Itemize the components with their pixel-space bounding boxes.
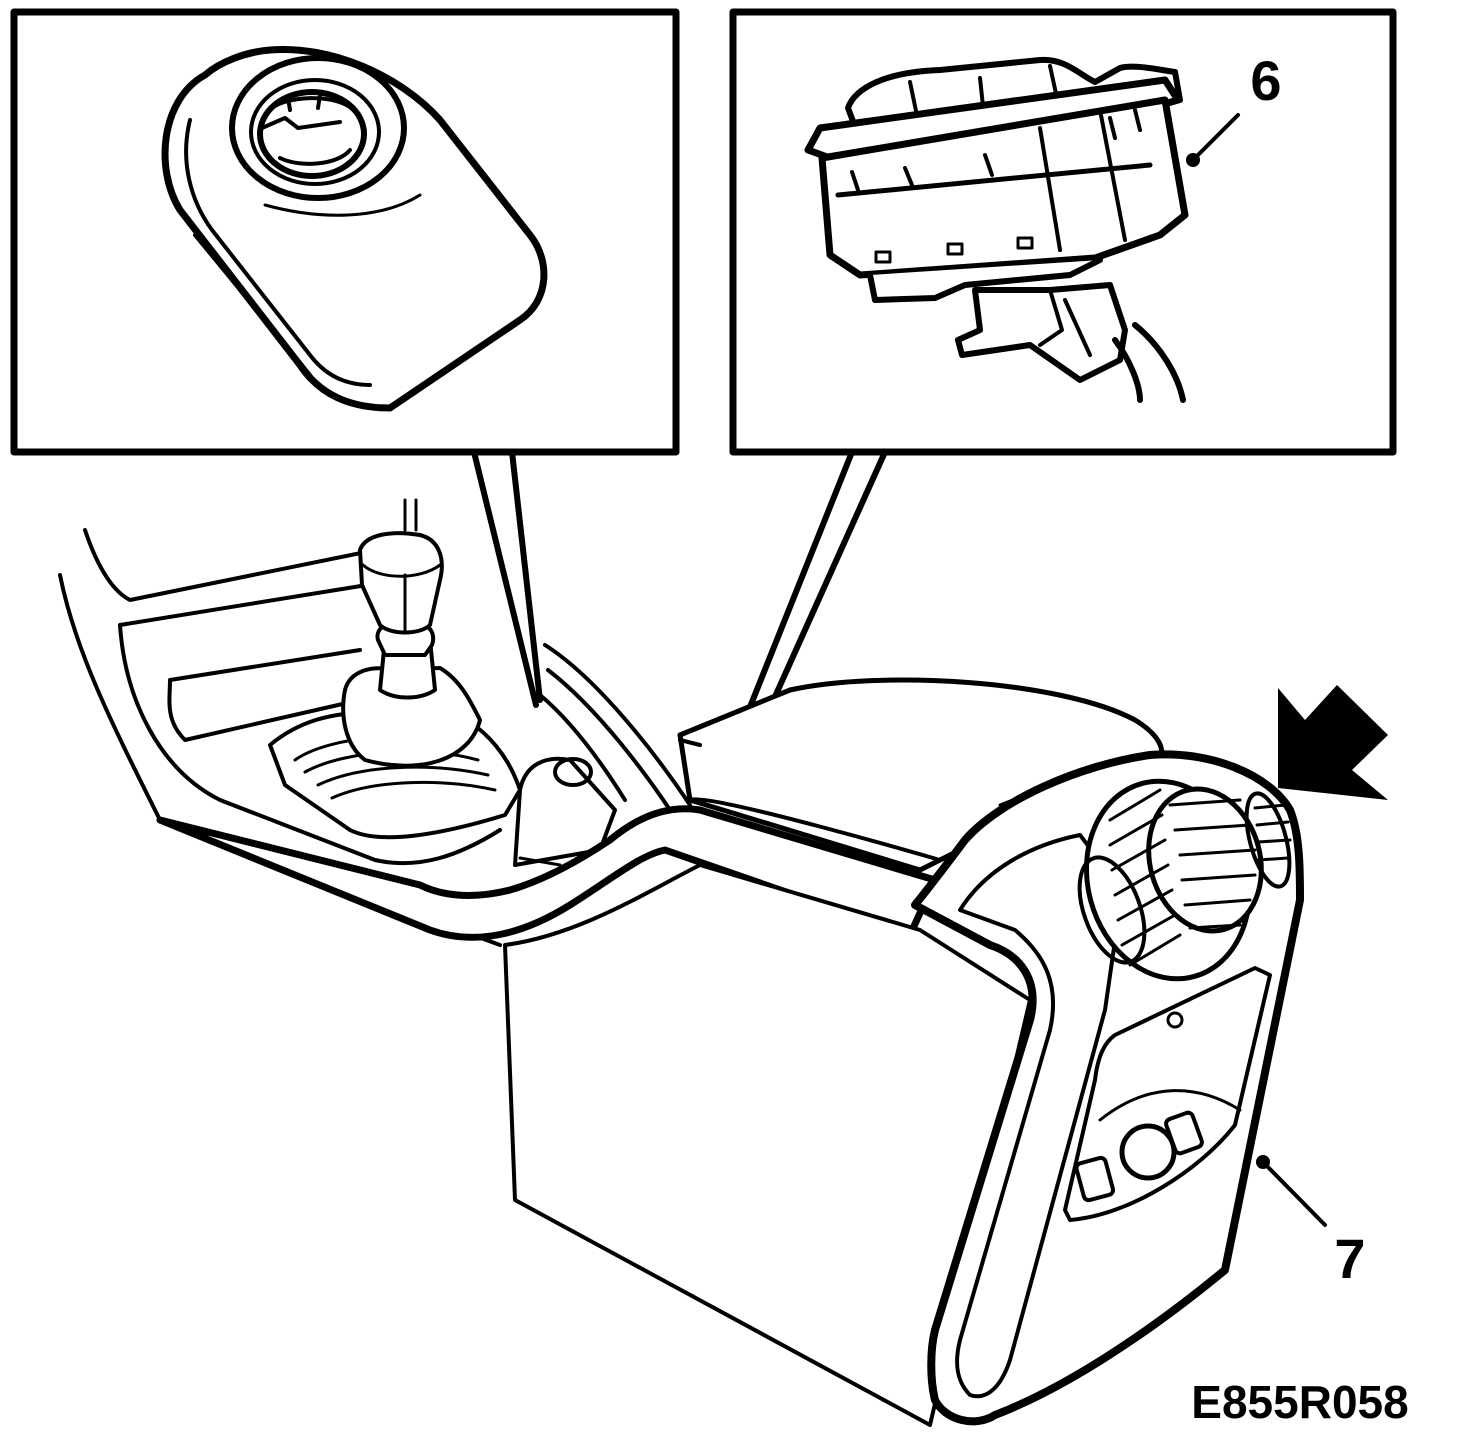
figure-id: E855R058	[1191, 1376, 1408, 1428]
inset-switch: 6	[729, 8, 1397, 733]
callout-6-label: 6	[1250, 49, 1281, 112]
control-panel	[1063, 966, 1272, 1222]
callout-6: 6	[1186, 49, 1282, 167]
center-console: 7	[58, 498, 1366, 1427]
callout-7: 7	[1256, 1155, 1366, 1290]
vent-roller	[1077, 778, 1292, 982]
arrow-down-left-icon	[1278, 685, 1388, 800]
trim-cover-drawing	[161, 45, 548, 412]
switch-drawing	[804, 56, 1189, 403]
inset-pointer-left	[471, 449, 543, 708]
inset-pointer-right	[745, 449, 888, 733]
inset-trim-cover	[10, 8, 680, 708]
callout-7-label: 7	[1334, 1227, 1365, 1290]
